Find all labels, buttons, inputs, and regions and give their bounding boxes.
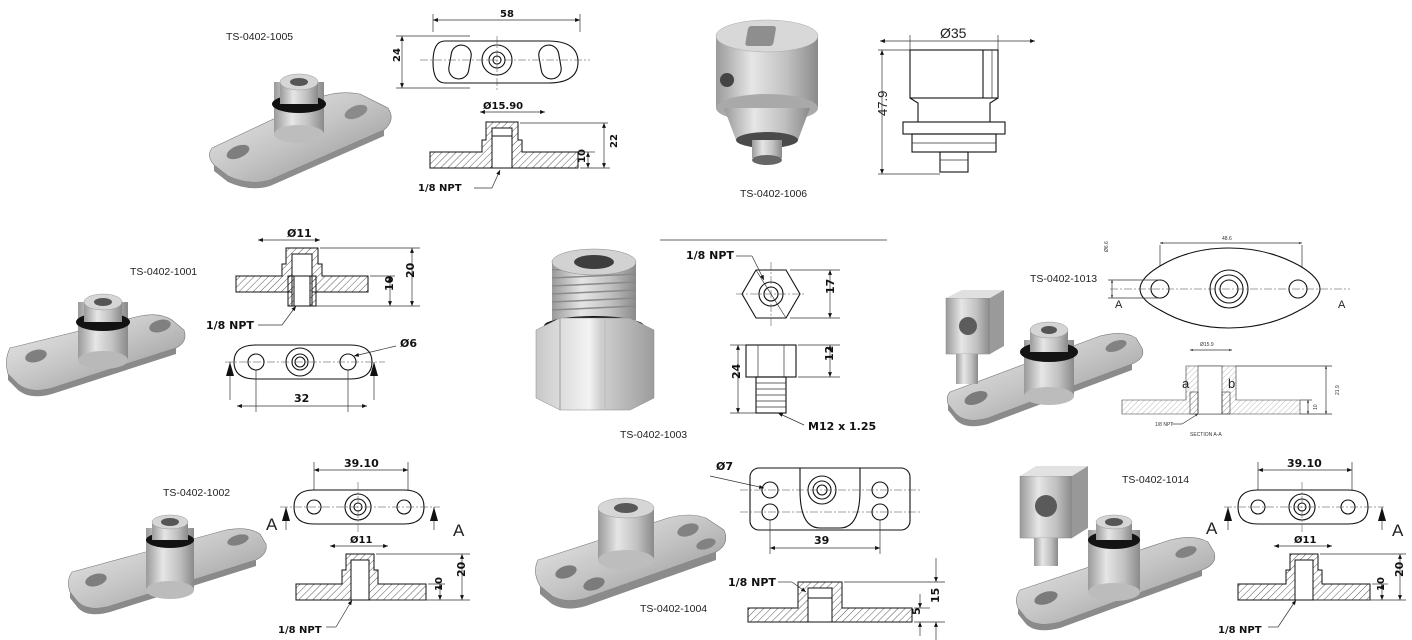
thread-label: 1/8 NPT bbox=[278, 625, 322, 636]
top-view-drawing: 58 24 bbox=[392, 9, 590, 92]
hex-drawing: 1/8 NPT 17 12 24 M12 x 1.25 bbox=[660, 239, 887, 433]
hole-b: b bbox=[1228, 376, 1235, 391]
top-view-drawing: 39.10 A A bbox=[266, 457, 465, 540]
dim-21: 21.9 bbox=[1335, 385, 1341, 395]
section-view-drawing: Ø15.9 a b 21.9 10 1/8 NPT SECTION A-A bbox=[1121, 342, 1341, 438]
section-mark-right: A bbox=[1338, 299, 1346, 311]
part-1014: TS-0402-1014 39.10 bbox=[1016, 457, 1406, 636]
dim-10: 10 bbox=[383, 275, 396, 291]
part-photo bbox=[535, 248, 655, 411]
part-code: TS-0402-1003 bbox=[620, 429, 687, 441]
dim-dia: Ø11 bbox=[350, 534, 372, 546]
side-view-drawing: Ø35 47.9 bbox=[875, 25, 1035, 175]
dim-height: 24 bbox=[392, 48, 403, 62]
part-photo bbox=[715, 19, 819, 165]
thread-label: 1/8 NPT bbox=[728, 576, 776, 589]
section-view-drawing: Ø11 20 10 1/8 NPT bbox=[1218, 534, 1406, 636]
part-1004: TS-0402-1004 Ø7 39 1/8 NPT 15 5 bbox=[535, 460, 945, 640]
section-view-drawing: 1/8 NPT 15 5 bbox=[728, 558, 945, 640]
dim-hole: Ø7 bbox=[716, 460, 733, 473]
dim-spacing: 39 bbox=[814, 534, 829, 547]
thread-label: 1/8 NPT bbox=[206, 319, 254, 332]
dim-spacing: 39.10 bbox=[1287, 457, 1322, 470]
part-1003: TS-0402-1003 1/8 NPT 17 12 24 M12 x 1.25 bbox=[535, 239, 887, 441]
part-1005: TS-0402-1005 58 24 bbox=[209, 9, 620, 194]
dim-width: 58 bbox=[500, 9, 514, 20]
dim-dia: Ø15.90 bbox=[483, 100, 523, 112]
top-view-drawing: 39.10 A A bbox=[1206, 457, 1404, 540]
top-view-drawing: 48.6 Ø6.6 A A bbox=[1104, 236, 1350, 329]
section-view-drawing: Ø11 20 10 1/8 NPT bbox=[206, 227, 420, 332]
part-photo bbox=[945, 290, 1144, 427]
dim-12: 12 bbox=[823, 346, 836, 361]
top-view-drawing: 32 Ø6 bbox=[225, 337, 417, 412]
thread-m-label: M12 x 1.25 bbox=[808, 420, 876, 433]
dim-10: 10 bbox=[434, 577, 445, 591]
part-code: TS-0402-1002 bbox=[163, 487, 230, 499]
dim-10: 10 bbox=[577, 149, 588, 163]
dim-10: 10 bbox=[1376, 577, 1387, 591]
dim-20: 20 bbox=[455, 561, 468, 577]
dim-17: 17 bbox=[824, 279, 837, 294]
dim-5: 5 bbox=[910, 607, 923, 615]
hole-a: a bbox=[1182, 376, 1190, 391]
dim-22: 22 bbox=[609, 134, 620, 148]
part-1013: TS-0402-1013 48.6 bbox=[945, 236, 1350, 438]
dim-10: 10 bbox=[1313, 404, 1319, 410]
mark-right: A bbox=[453, 521, 465, 540]
part-photo bbox=[209, 73, 392, 189]
part-photo bbox=[1016, 466, 1216, 631]
dim-top: 48.6 bbox=[1222, 236, 1232, 242]
thread-label: 1/8 NPT bbox=[418, 183, 462, 194]
part-code: TS-0402-1005 bbox=[226, 31, 293, 43]
part-code: TS-0402-1006 bbox=[740, 188, 807, 200]
dim-side: Ø6.6 bbox=[1104, 241, 1110, 252]
dim-dia: Ø11 bbox=[1294, 534, 1316, 546]
part-photo bbox=[535, 497, 727, 609]
thread-label: 1/8 NPT bbox=[1155, 422, 1173, 428]
part-1002: TS-0402-1002 39.10 A A bbox=[68, 457, 470, 636]
top-view-drawing: Ø7 39 bbox=[709, 460, 920, 554]
dim-dia: Ø35 bbox=[940, 25, 967, 41]
part-code: TS-0402-1004 bbox=[640, 603, 707, 615]
mark-right: A bbox=[1392, 521, 1404, 540]
section-view-drawing: Ø15.90 22 10 1/8 NPT bbox=[418, 100, 620, 194]
section-view-drawing: Ø11 20 10 1/8 NPT bbox=[278, 534, 470, 636]
part-photo bbox=[68, 514, 267, 615]
dim-15: 15 bbox=[929, 588, 942, 603]
part-photo bbox=[6, 293, 186, 397]
dim-20: 20 bbox=[404, 262, 417, 278]
thread-label: 1/8 NPT bbox=[686, 249, 734, 262]
dim-spacing: 32 bbox=[294, 392, 309, 405]
part-code: TS-0402-1001 bbox=[130, 266, 197, 278]
thread-label: 1/8 NPT bbox=[1218, 625, 1262, 636]
mark-left: A bbox=[1206, 519, 1218, 538]
section-label: SECTION A-A bbox=[1190, 432, 1222, 438]
dim-spacing: 39.10 bbox=[344, 457, 379, 470]
dim-hole: Ø6 bbox=[400, 337, 417, 350]
part-1001: TS-0402-1001 Ø11 20 10 1/8 N bbox=[6, 227, 420, 412]
part-code: TS-0402-1013 bbox=[1030, 273, 1097, 285]
mark-left: A bbox=[266, 515, 278, 534]
dim-20: 20 bbox=[1393, 561, 1406, 577]
section-mark-left: A bbox=[1115, 299, 1123, 311]
part-code: TS-0402-1014 bbox=[1122, 474, 1189, 486]
dim-height: 47.9 bbox=[875, 91, 890, 116]
dim-dia: Ø15.9 bbox=[1200, 342, 1214, 348]
dim-dia: Ø11 bbox=[287, 227, 312, 240]
part-1006: TS-0402-1006 Ø35 47.9 bbox=[715, 19, 1035, 200]
dim-24: 24 bbox=[730, 363, 743, 379]
